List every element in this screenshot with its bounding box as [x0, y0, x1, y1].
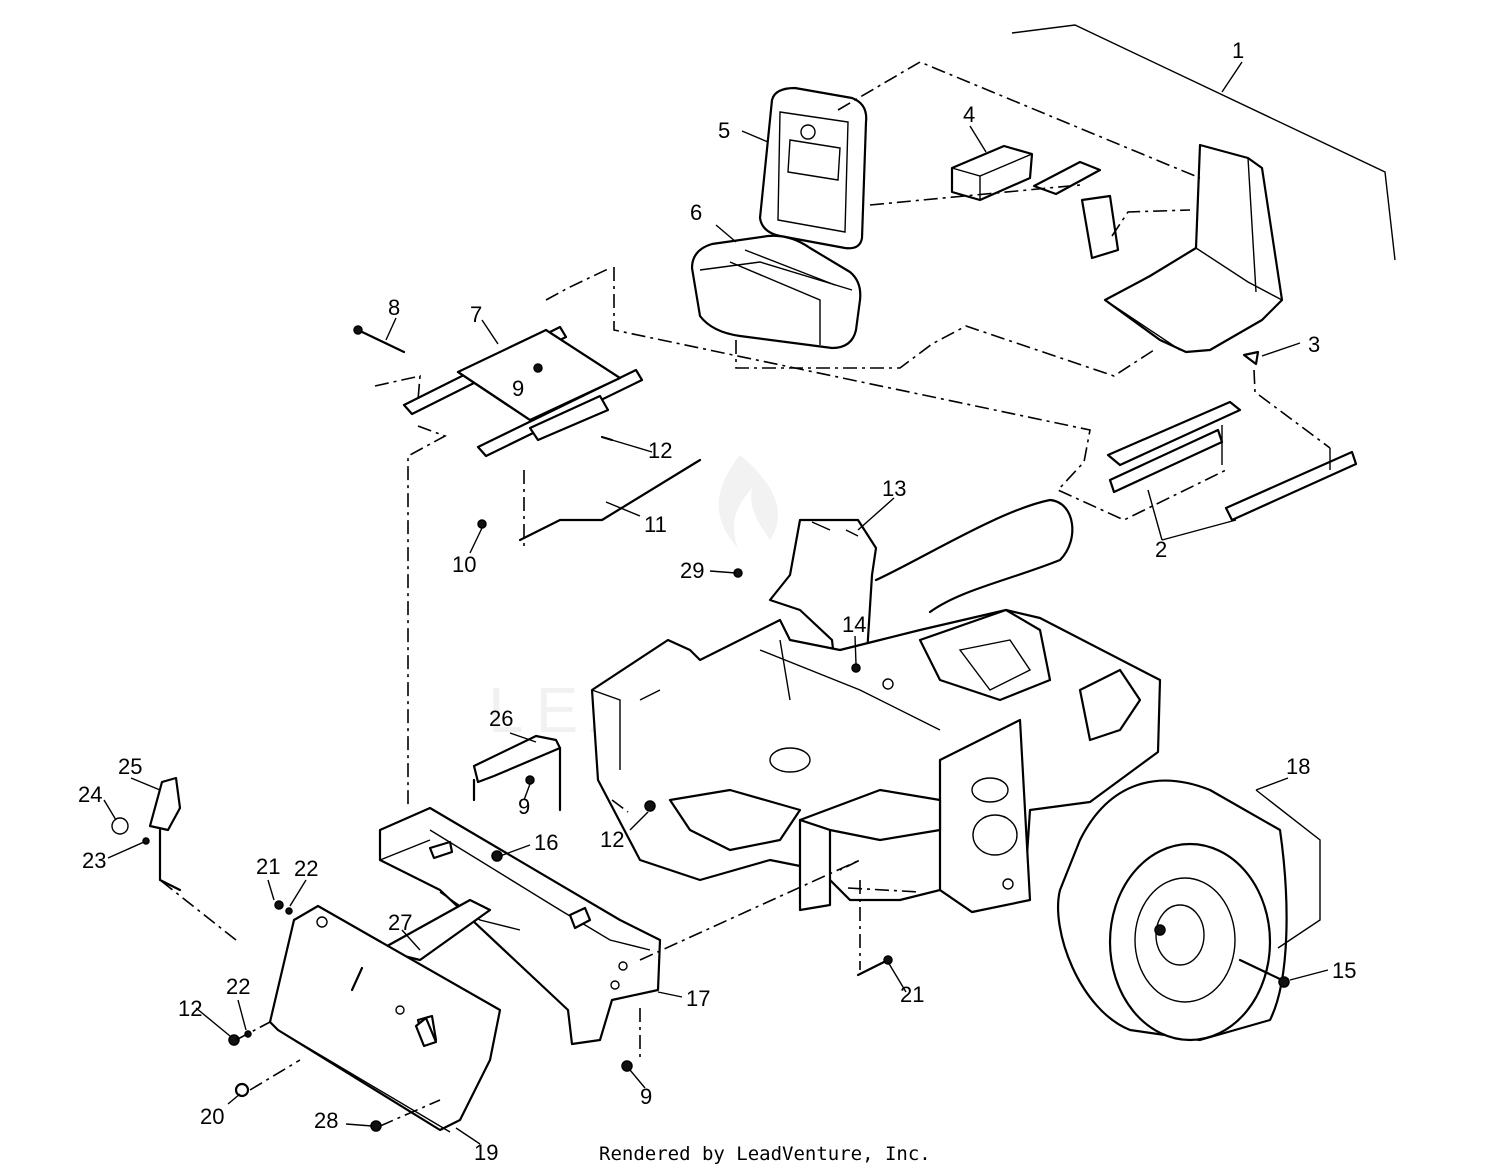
callout-5: 5 — [718, 118, 730, 143]
callout-16: 16 — [534, 830, 558, 855]
callout-9-seatframe: 9 — [512, 376, 524, 401]
callout-19: 19 — [474, 1140, 498, 1165]
seat-pan — [1103, 143, 1284, 354]
leader-lines — [103, 61, 1329, 1145]
rod-11 — [518, 458, 702, 542]
callout-4: 4 — [963, 102, 975, 127]
fasteners — [228, 363, 893, 1132]
rendered-by-credit: Rendered by LeadVenture, Inc. — [599, 1143, 931, 1165]
callout-22-lower: 22 — [226, 974, 250, 999]
callout-3: 3 — [1308, 332, 1320, 357]
callout-2: 2 — [1155, 537, 1167, 562]
seat-mount-frame — [402, 325, 644, 458]
callout-6: 6 — [690, 200, 702, 225]
callout-12-seat: 12 — [648, 438, 672, 463]
callout-21-plate: 21 — [256, 854, 280, 879]
callout-11: 11 — [644, 512, 667, 537]
callouts: 1 2 3 4 5 6 7 8 9 9 9 9 10 11 12 12 12 1… — [78, 38, 1356, 1165]
tire-wheel-18 — [1057, 779, 1288, 1042]
callout-8: 8 — [388, 295, 400, 320]
callout-27: 27 — [388, 910, 412, 935]
nut-3 — [1242, 350, 1260, 366]
main-chassis — [590, 608, 1162, 914]
callout-12-frame: 12 — [600, 827, 624, 852]
callout-22-upper: 22 — [294, 856, 318, 881]
cover-13 — [768, 518, 878, 678]
cable — [874, 498, 1074, 614]
callout-21-frame: 21 — [900, 982, 924, 1007]
callout-23: 23 — [82, 848, 106, 873]
callout-28: 28 — [314, 1108, 338, 1133]
callout-29: 29 — [680, 558, 704, 583]
callout-26: 26 — [489, 706, 513, 731]
callout-14: 14 — [842, 612, 866, 637]
callout-9-bracket: 9 — [640, 1084, 652, 1109]
seat-rails — [1106, 400, 1358, 522]
seat-cushion — [690, 234, 862, 350]
callout-18: 18 — [1286, 754, 1310, 779]
callout-20: 20 — [200, 1104, 224, 1129]
footplate-19 — [268, 904, 502, 1133]
bolt-12-top — [600, 435, 614, 442]
seat-back — [758, 86, 868, 250]
assembly-lines — [159, 61, 1331, 1127]
callout-25: 25 — [118, 754, 142, 779]
callout-13: 13 — [882, 476, 906, 501]
callout-1: 1 — [1232, 38, 1244, 63]
bolt-8 — [356, 328, 406, 354]
front-bracket-17 — [378, 806, 662, 1046]
callout-7: 7 — [470, 302, 482, 327]
callout-17: 17 — [686, 986, 710, 1011]
callout-10: 10 — [452, 552, 476, 577]
latch-parts — [111, 776, 182, 892]
seat-pads — [950, 144, 1120, 260]
callout-9-handle: 9 — [518, 794, 530, 819]
callout-15: 15 — [1332, 958, 1356, 983]
callout-12-plate: 12 — [178, 996, 202, 1021]
callout-24: 24 — [78, 782, 102, 807]
bolt-15 — [1238, 958, 1284, 982]
